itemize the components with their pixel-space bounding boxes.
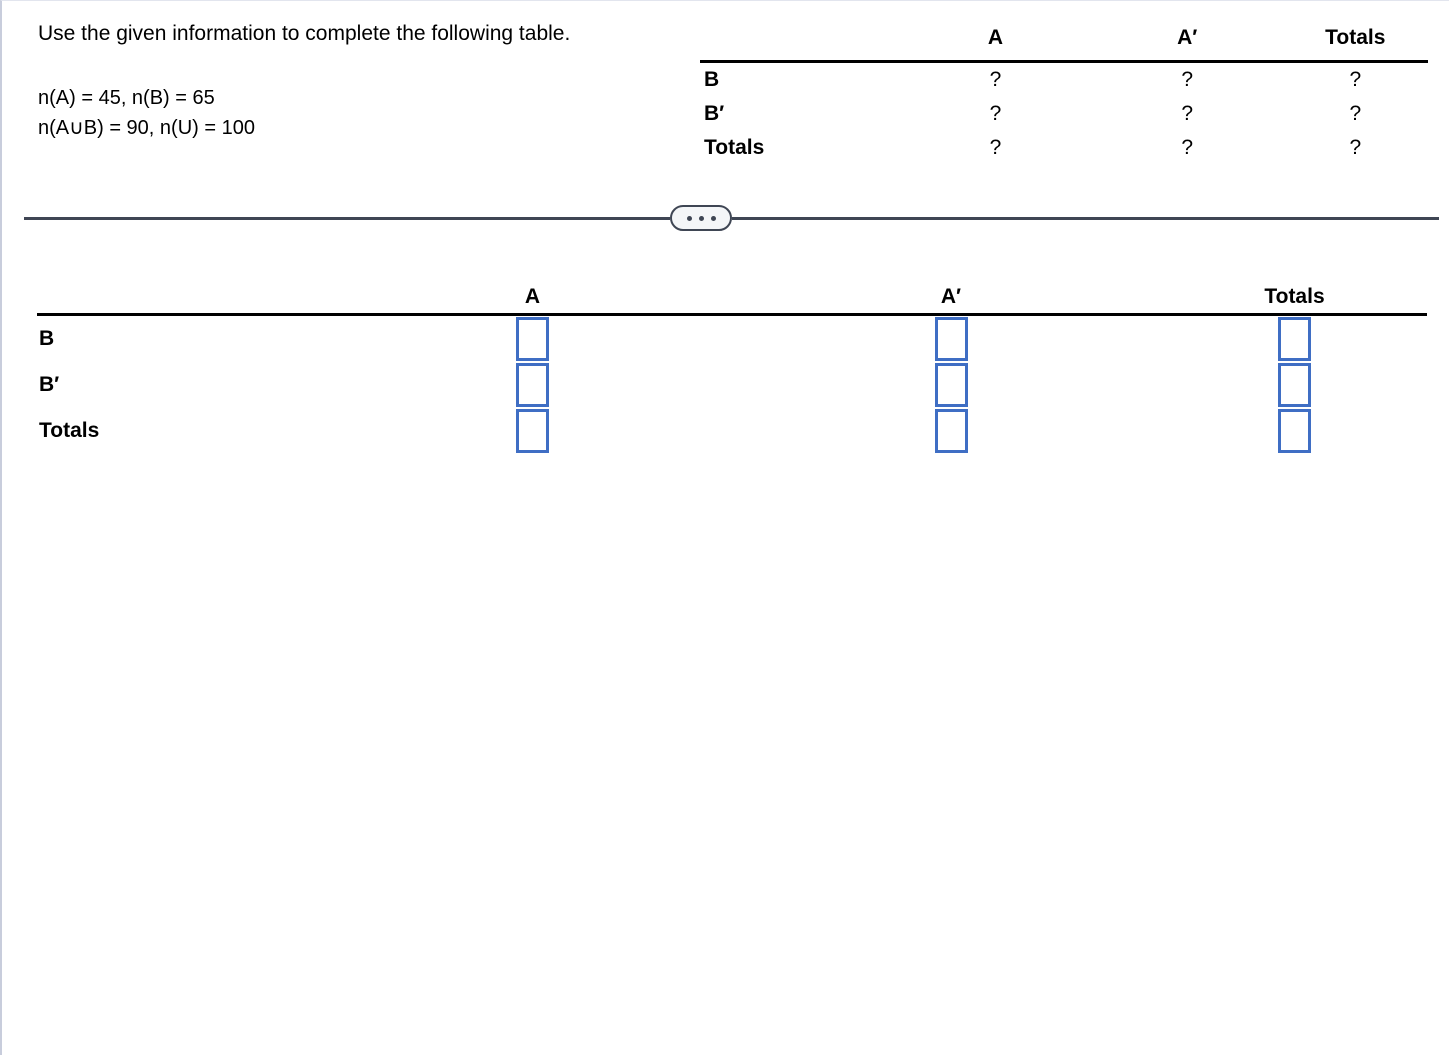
answer-input-totals-aprime[interactable]	[934, 409, 968, 453]
answer-cell-bprime-aprime	[740, 362, 1162, 408]
answer-cell-totals-totals	[1162, 408, 1427, 454]
question-cell-totals-a: ?	[989, 136, 1002, 159]
question-table: A A′ Totals B ? ? ? B′ ? ? ?	[700, 19, 1428, 165]
answer-cell-b-aprime	[740, 315, 1162, 363]
answer-input-totals-totals[interactable]	[1278, 409, 1311, 453]
table-row: B	[37, 315, 1427, 363]
answer-row-label-b: B	[39, 327, 55, 350]
table-row: B ? ? ?	[700, 62, 1428, 98]
divider-rule-left	[24, 217, 670, 220]
answer-cell-totals-aprime	[740, 408, 1162, 454]
table-row: Totals	[37, 408, 1427, 454]
answer-input-b-aprime-field[interactable]	[937, 320, 965, 358]
question-row-label-totals: Totals	[704, 136, 765, 159]
answer-input-bprime-totals-field[interactable]	[1281, 366, 1308, 404]
question-cell-b-a: ?	[989, 68, 1002, 91]
table-row: B′	[37, 362, 1427, 408]
answer-input-b-totals[interactable]	[1278, 317, 1311, 361]
answer-input-bprime-aprime[interactable]	[934, 363, 968, 407]
question-cell-bprime-a: ?	[989, 102, 1002, 125]
problem-prompt: Use the given information to complete th…	[38, 22, 571, 45]
answer-input-bprime-a[interactable]	[516, 363, 549, 407]
question-row-label-bprime: B′	[704, 102, 725, 125]
answer-input-b-totals-field[interactable]	[1281, 320, 1308, 358]
question-cell-totals-totals: ?	[1349, 136, 1362, 159]
answer-input-bprime-a-field[interactable]	[519, 366, 546, 404]
ellipsis-dot-icon	[686, 215, 692, 221]
question-cell-b-totals: ?	[1349, 68, 1362, 91]
given-information: n(A) = 45, n(B) = 65 n(A∪B) = 90, n(U) =…	[38, 83, 255, 143]
answer-input-bprime-aprime-field[interactable]	[937, 366, 965, 404]
question-table-header-row: A A′ Totals	[700, 19, 1428, 62]
answer-table: A A′ Totals B	[37, 273, 1427, 454]
answer-table-col-a: A	[524, 285, 541, 308]
answer-input-totals-totals-field[interactable]	[1281, 412, 1308, 450]
question-cell-totals-aprime: ?	[1181, 136, 1194, 159]
answer-input-b-a-field[interactable]	[519, 320, 546, 358]
given-line-2: n(A∪B) = 90, n(U) = 100	[38, 117, 255, 139]
answer-table-header-row: A A′ Totals	[37, 273, 1427, 315]
ellipsis-dot-icon	[698, 215, 704, 221]
section-divider	[24, 205, 1439, 231]
answer-input-totals-a-field[interactable]	[519, 412, 546, 450]
answer-cell-totals-a	[325, 408, 740, 454]
divider-rule-right	[732, 217, 1439, 220]
answer-table-col-a-prime: A′	[940, 285, 962, 308]
answer-table-corner	[37, 273, 325, 315]
answer-cell-b-totals	[1162, 315, 1427, 363]
question-table-col-a-prime: A′	[1177, 26, 1198, 49]
answer-input-bprime-totals[interactable]	[1278, 363, 1311, 407]
ellipsis-dot-icon	[710, 215, 716, 221]
answer-cell-b-a	[325, 315, 740, 363]
expand-ellipsis-button[interactable]	[670, 205, 732, 231]
answer-row-label-bprime: B′	[39, 373, 60, 396]
table-row: B′ ? ? ?	[700, 97, 1428, 131]
answer-input-b-a[interactable]	[516, 317, 549, 361]
given-line-1: n(A) = 45, n(B) = 65	[38, 87, 215, 109]
answer-input-b-aprime[interactable]	[934, 317, 968, 361]
table-row: Totals ? ? ?	[700, 131, 1428, 165]
answer-input-totals-a[interactable]	[516, 409, 549, 453]
answer-table-col-totals: Totals	[1264, 285, 1325, 308]
question-table-corner	[700, 19, 899, 62]
answer-cell-bprime-a	[325, 362, 740, 408]
question-cell-bprime-aprime: ?	[1181, 102, 1194, 125]
question-cell-bprime-totals: ?	[1349, 102, 1362, 125]
question-table-col-totals: Totals	[1325, 26, 1386, 49]
answer-row-label-totals: Totals	[39, 419, 100, 442]
question-row-label-b: B	[704, 68, 720, 91]
answer-cell-bprime-totals	[1162, 362, 1427, 408]
question-table-col-a: A	[987, 26, 1003, 49]
answer-input-totals-aprime-field[interactable]	[937, 412, 965, 450]
question-cell-b-aprime: ?	[1181, 68, 1194, 91]
